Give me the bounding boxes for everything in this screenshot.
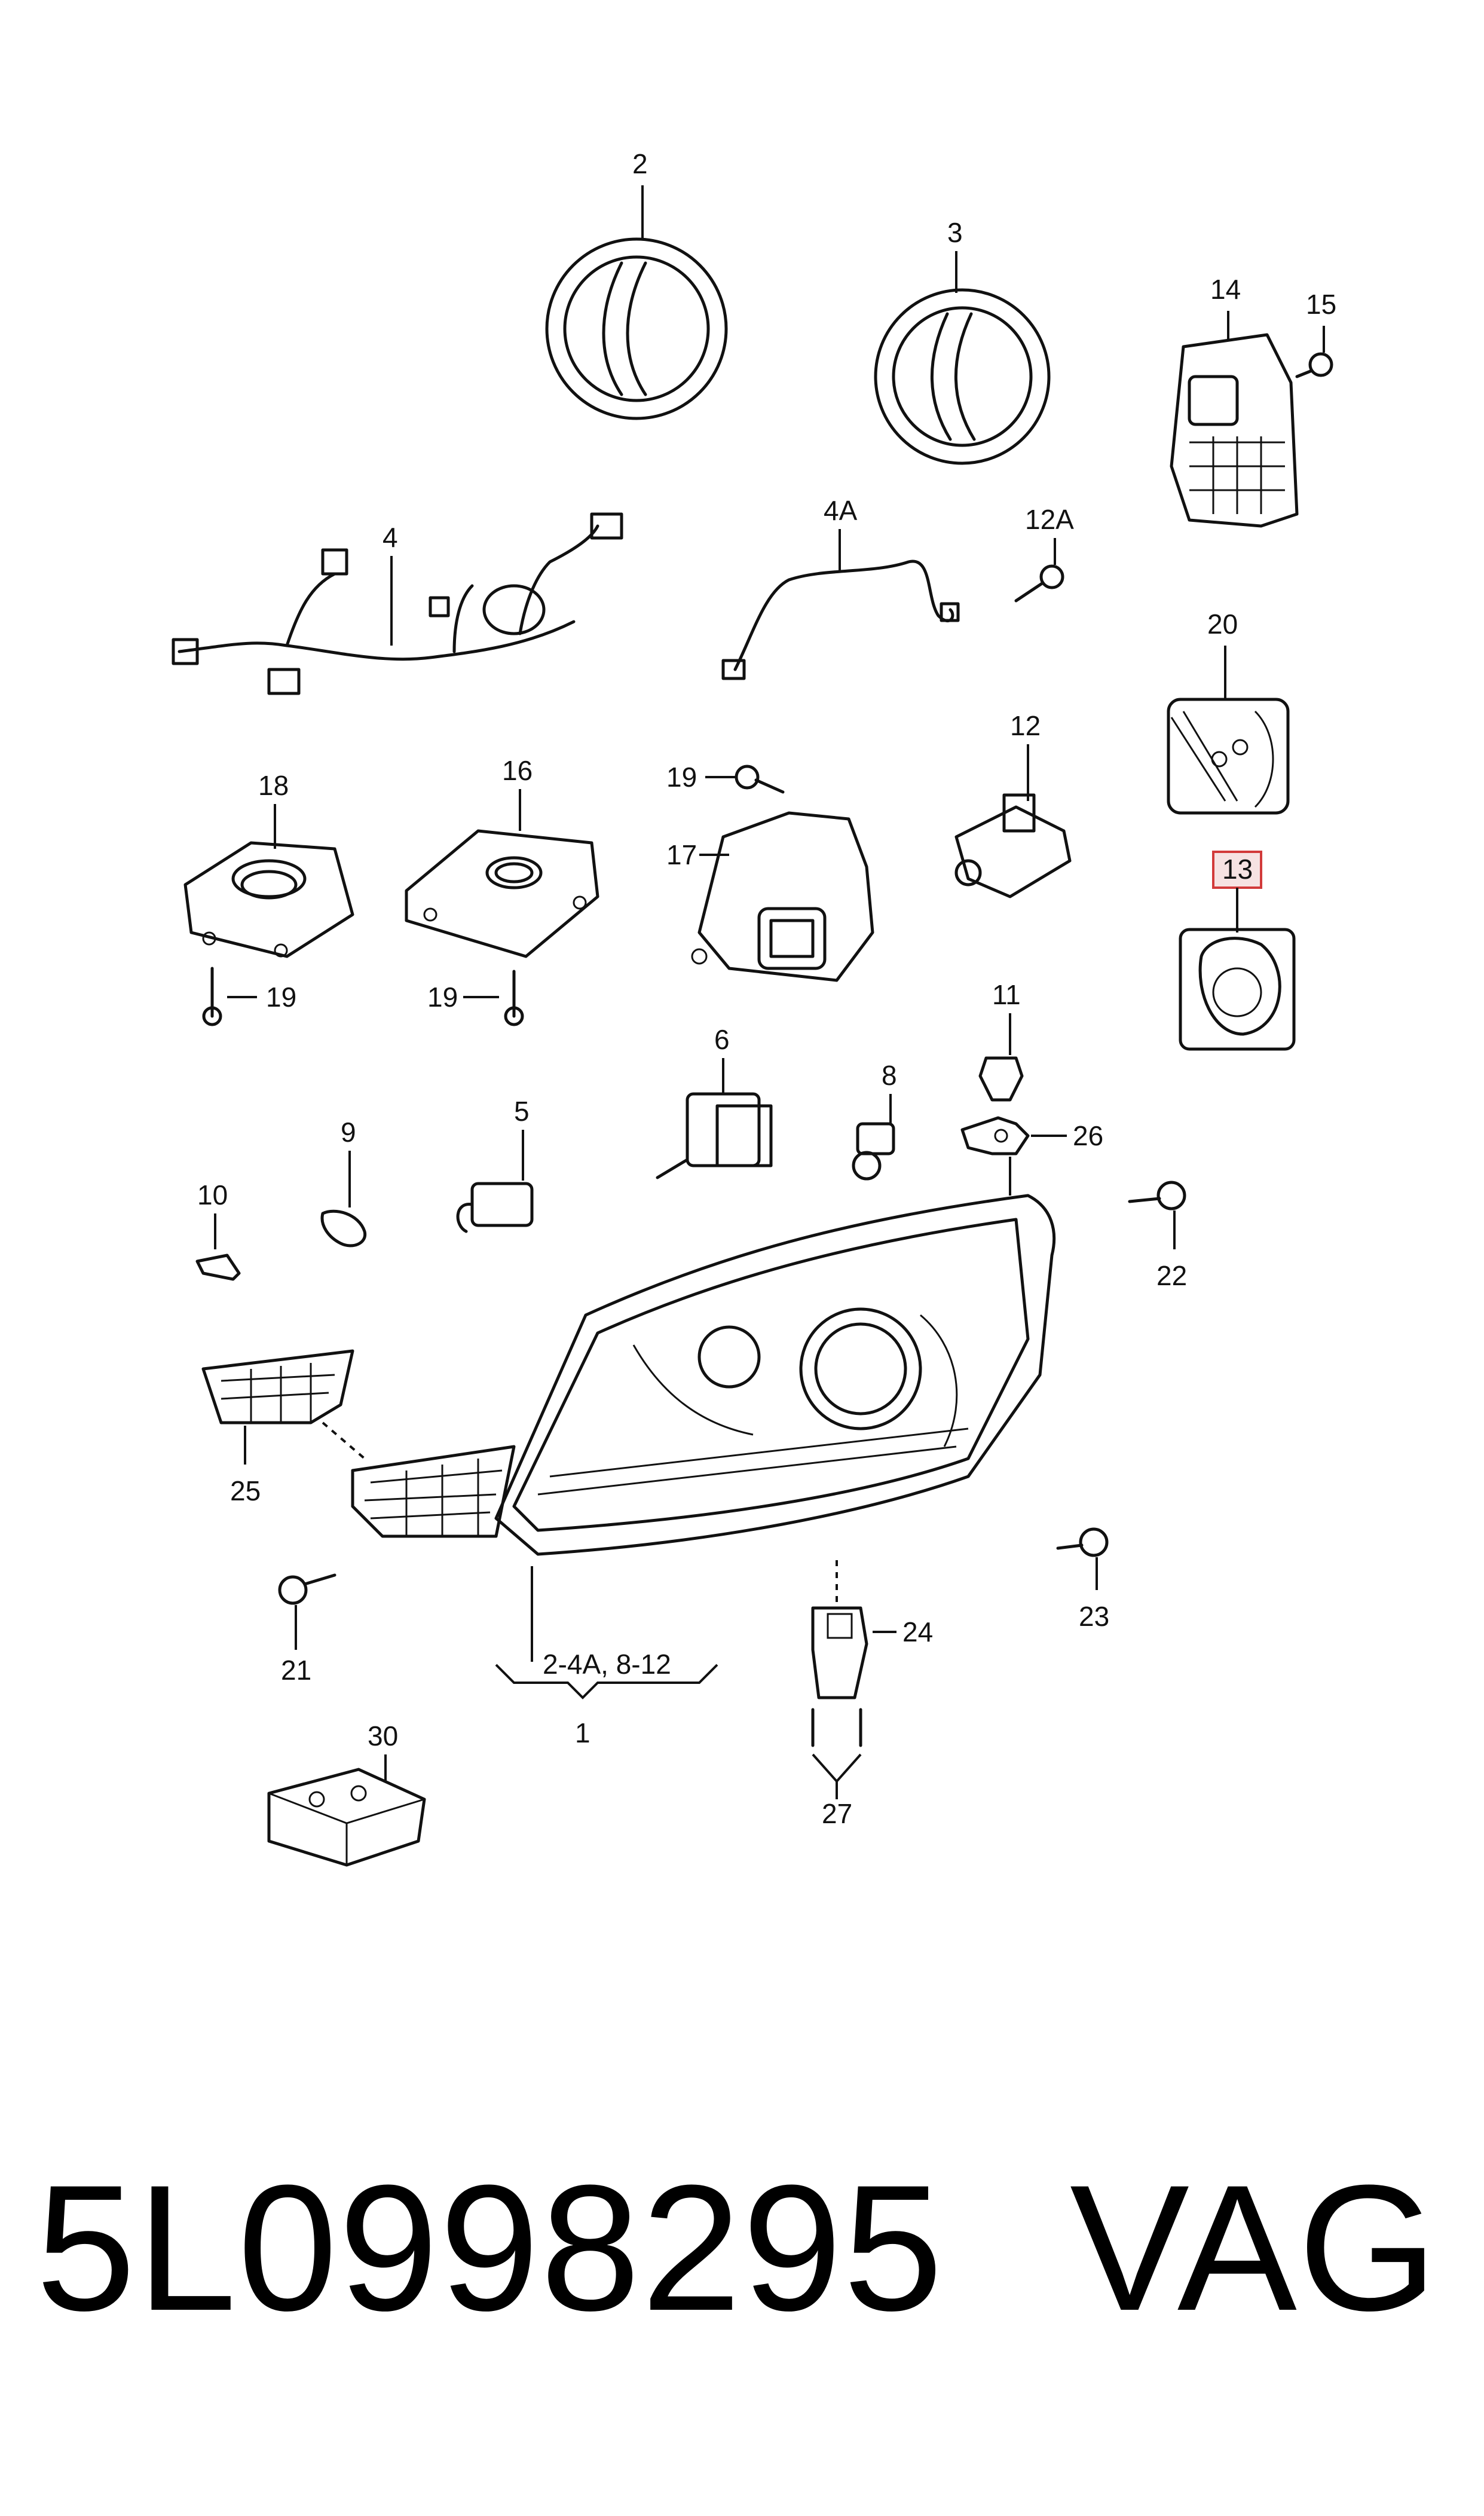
- label-16: 16: [502, 755, 533, 786]
- part-19-screw-mid: [504, 970, 524, 1026]
- part-14-led-module: [1170, 333, 1299, 528]
- fog-lamp-grille: [351, 1445, 516, 1538]
- label-12: 12: [1010, 710, 1041, 741]
- label-25: 25: [230, 1475, 261, 1506]
- label-17: 17: [666, 839, 697, 870]
- label-9: 9: [341, 1117, 356, 1148]
- part-24-bracket: [811, 1606, 868, 1699]
- label-18: 18: [258, 770, 289, 801]
- part-4a-cable: [721, 560, 960, 680]
- part-11-clip: [978, 1056, 1024, 1102]
- part-13-detail: [1179, 928, 1296, 1051]
- label-14: 14: [1210, 274, 1241, 305]
- part-22-bolt: [1128, 1181, 1186, 1210]
- label-2: 2: [632, 148, 648, 179]
- label-23: 23: [1079, 1601, 1109, 1632]
- label-1: 1: [575, 1717, 590, 1748]
- part-27-screws: [811, 1708, 862, 1747]
- label-3: 3: [947, 217, 963, 248]
- exploded-parts-diagram: 2 3 14 15 4: [172, 148, 1336, 1867]
- label-30: 30: [368, 1720, 398, 1751]
- label-13-highlight: [1212, 851, 1262, 889]
- part-3-cover-cap: [874, 288, 1051, 465]
- label-20: 20: [1207, 609, 1238, 640]
- part-12-actuator: [954, 793, 1072, 898]
- label-22: 22: [1156, 1260, 1187, 1291]
- part-15-screw: [1295, 352, 1333, 378]
- brand-label: VAG: [1070, 2147, 1439, 2348]
- label-12a: 12A: [1025, 504, 1074, 535]
- part-23-bolt: [1056, 1527, 1109, 1557]
- part-19-screw-top: [735, 765, 785, 794]
- part-number: 5L0998295: [36, 2147, 944, 2348]
- part-21-bolt: [278, 1573, 336, 1605]
- label-10: 10: [197, 1179, 228, 1210]
- label-19-top: 19: [666, 762, 697, 793]
- part-4-wiring-harness: [172, 512, 623, 695]
- part-25-grille: [201, 1349, 354, 1424]
- label-1-range: 2-4A, 8-12: [543, 1649, 671, 1680]
- part-10-clip: [195, 1254, 241, 1281]
- part-6-xenon-bulb: [656, 1092, 773, 1179]
- label-6: 6: [714, 1024, 730, 1055]
- label-27: 27: [822, 1798, 852, 1829]
- label-19-left: 19: [266, 982, 296, 1013]
- label-15: 15: [1306, 289, 1336, 320]
- label-11: 11: [992, 979, 1021, 1010]
- label-24: 24: [902, 1616, 933, 1647]
- part-20-detail: [1167, 698, 1290, 815]
- part-17-housing: [691, 811, 874, 982]
- part-18-control-unit: [183, 841, 354, 958]
- label-21: 21: [281, 1655, 311, 1686]
- headlamp-assembly: [494, 1194, 1056, 1556]
- part-9-cap: [320, 1209, 367, 1248]
- label-5: 5: [514, 1096, 530, 1127]
- part-19-screw-left: [202, 967, 222, 1026]
- part-12a-bolt: [1014, 564, 1064, 603]
- part-30-repair-kit: [267, 1768, 426, 1867]
- part-26-bracket: [960, 1116, 1030, 1155]
- part-16-control-unit: [405, 829, 599, 958]
- part-2-cover-cap: [545, 237, 728, 420]
- label-19-mid: 19: [427, 982, 458, 1013]
- label-8: 8: [882, 1060, 897, 1091]
- part-5-h7-bulb: [456, 1182, 534, 1233]
- label-13: 13: [1222, 854, 1253, 885]
- label-4: 4: [383, 522, 398, 553]
- label-26: 26: [1073, 1120, 1103, 1151]
- label-4a: 4A: [824, 495, 858, 526]
- part-8-bulb: [852, 1122, 895, 1181]
